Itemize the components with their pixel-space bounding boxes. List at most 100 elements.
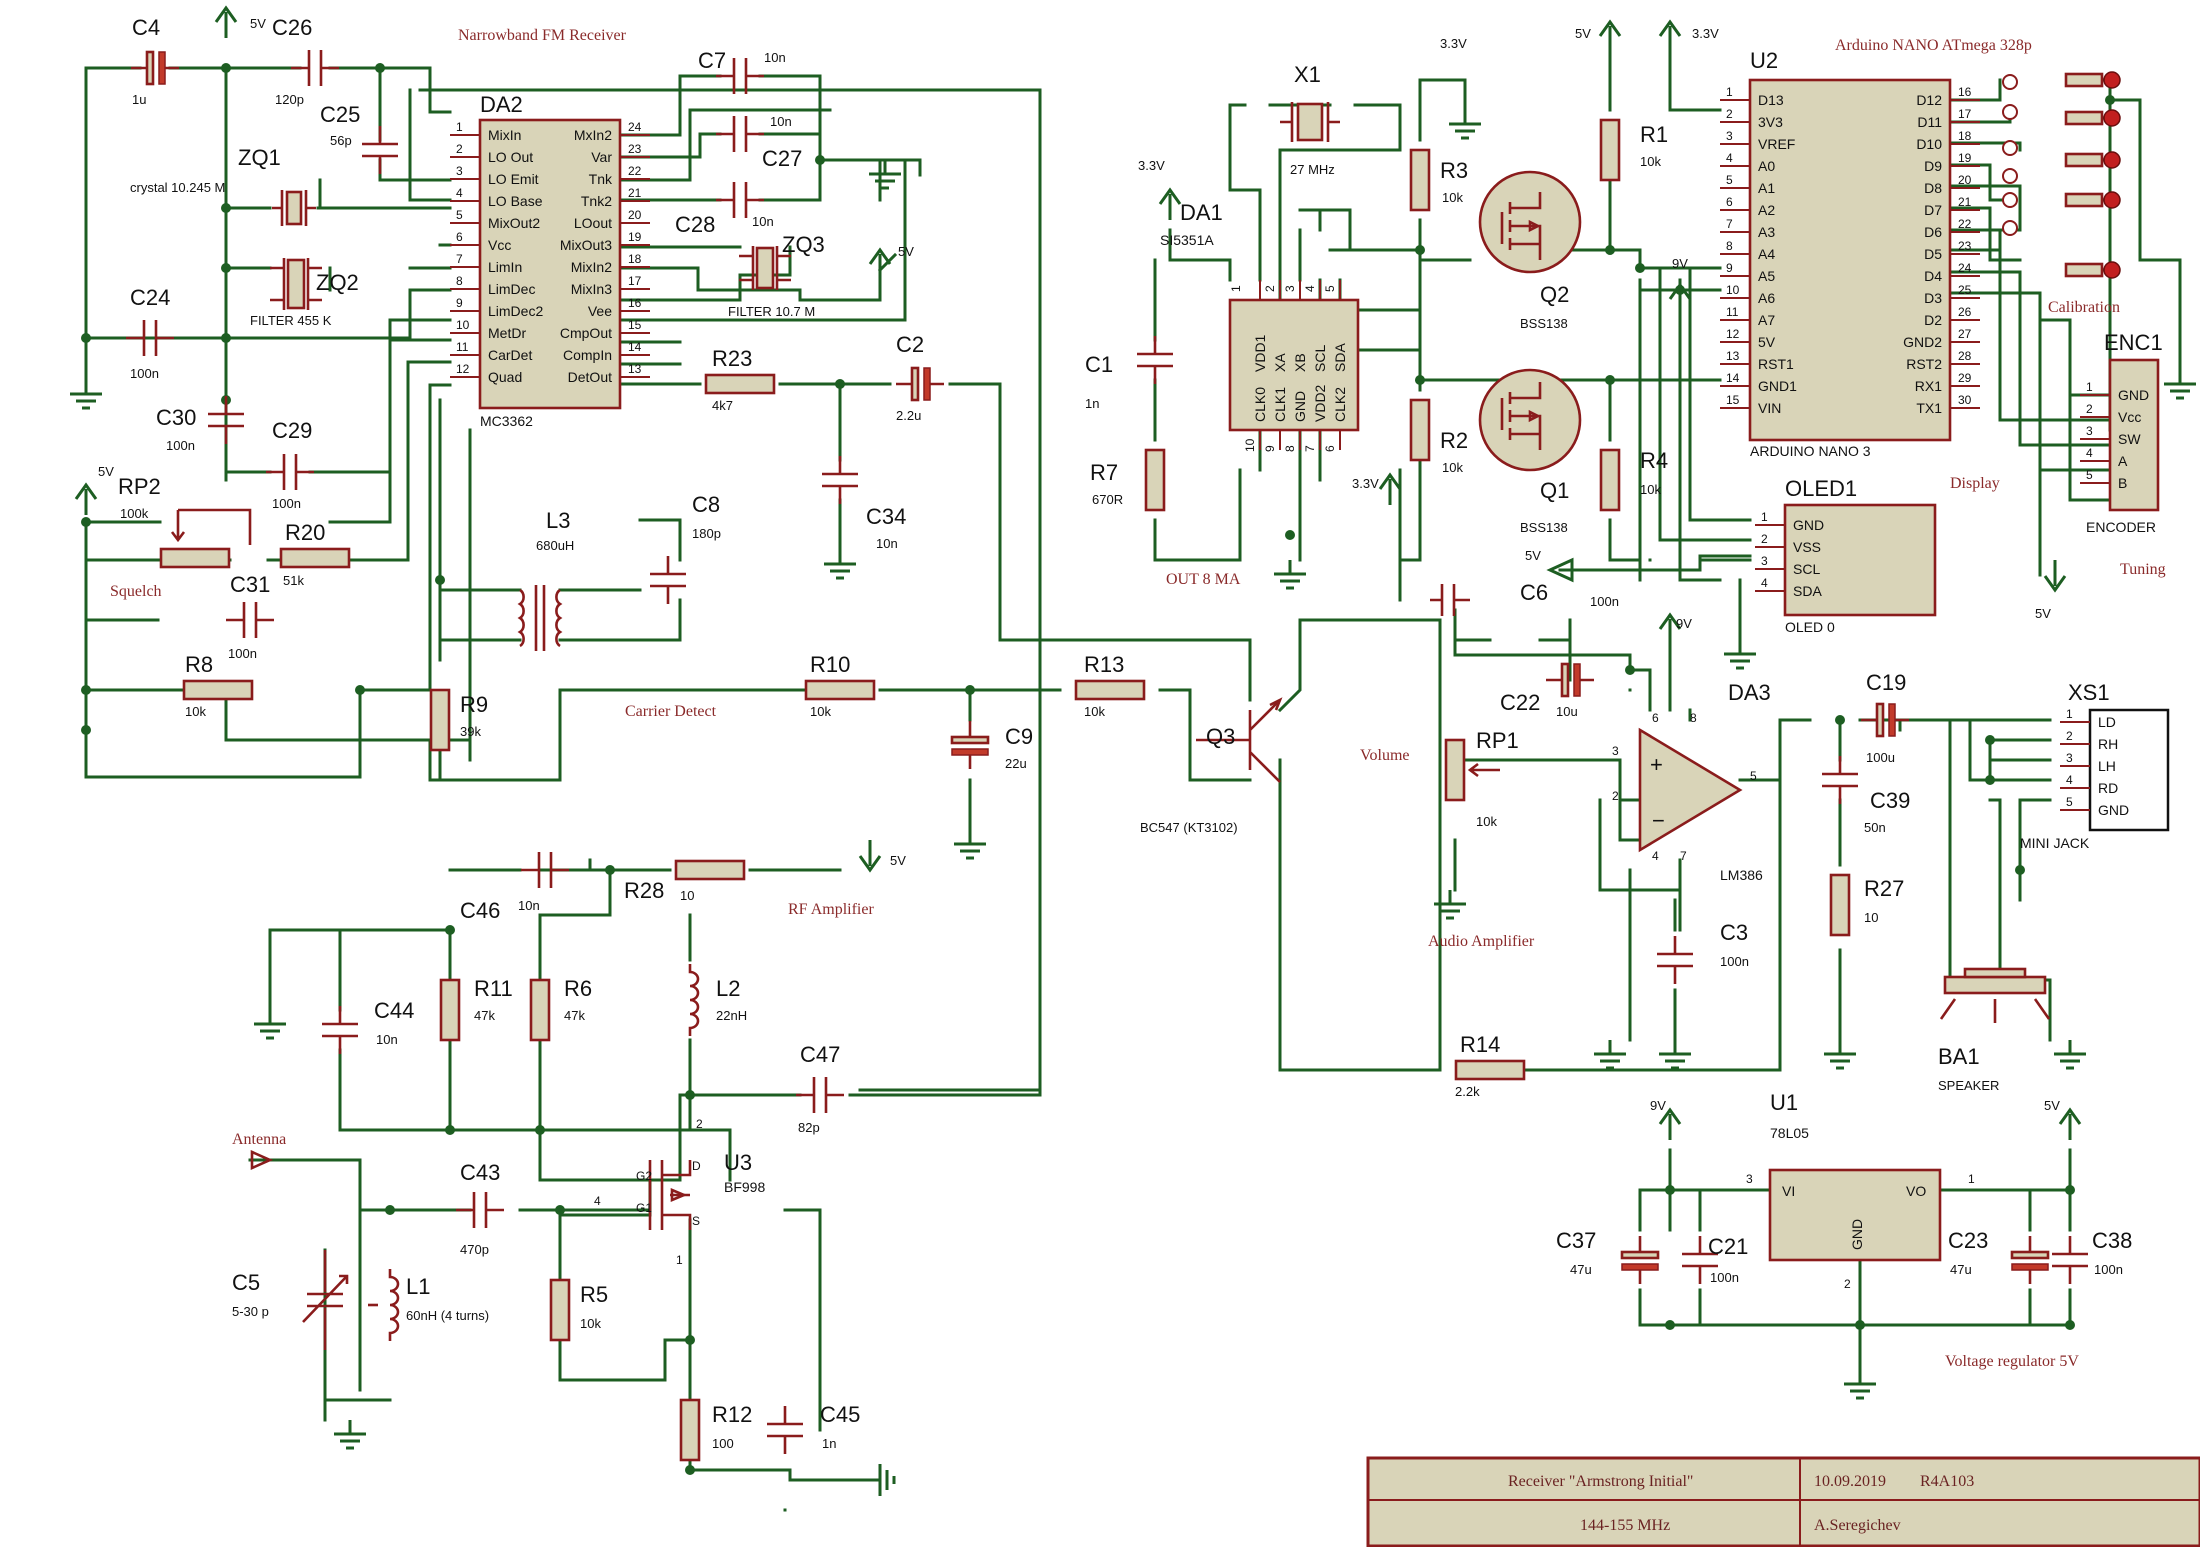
da1-bot-name-2: GND bbox=[1292, 391, 1308, 422]
u2-pin-name-23: D5 bbox=[1924, 246, 1942, 262]
da2-pin-5: 5 bbox=[456, 208, 463, 222]
da2-pin-name-22: Tnk bbox=[589, 171, 613, 187]
u2-pin-name-28: RST2 bbox=[1906, 356, 1942, 372]
transistor-u3: U3 BF998 2 4 1 G2 G1 D S bbox=[594, 1117, 765, 1267]
r4-value: 10k bbox=[1640, 482, 1661, 497]
u2-pin-7: 7 bbox=[1726, 217, 1733, 231]
u2-pin-name-29: RX1 bbox=[1915, 378, 1942, 394]
u2-pin-24: 24 bbox=[1958, 261, 1972, 275]
u2-pin-12: 12 bbox=[1726, 327, 1740, 341]
vcc-5v-symbol-r1 bbox=[1598, 20, 1622, 54]
enc-pin-3: 3 bbox=[2086, 424, 2093, 438]
da2-pin-name-21: Tnk2 bbox=[581, 193, 612, 209]
svg-text:1: 1 bbox=[1968, 1172, 1975, 1186]
da2-pin-8: 8 bbox=[456, 274, 463, 288]
svg-text:5: 5 bbox=[1750, 769, 1757, 783]
oled-pin-4: 4 bbox=[1761, 576, 1768, 590]
u2-pin-name-11: A7 bbox=[1758, 312, 1775, 328]
da2-pin-12: 12 bbox=[456, 362, 470, 376]
da2-pin-21: 21 bbox=[628, 186, 642, 200]
da2-pin-23: 23 bbox=[628, 142, 642, 156]
da2-pin-name-11: CarDet bbox=[488, 347, 532, 363]
x1-ref: X1 bbox=[1294, 62, 1321, 87]
enc-pin-1: 1 bbox=[2086, 380, 2093, 394]
rp2-value: 100k bbox=[120, 506, 149, 521]
u2-pin-name-13: RST1 bbox=[1758, 356, 1794, 372]
q3-value: BC547 (KT3102) bbox=[1140, 820, 1238, 835]
power-symbols: 5V 5V 5V 3.3V 5V 3.3V 3.3V 3.3V 9V 9V 9V… bbox=[68, 6, 2198, 1496]
c21-ref: C21 bbox=[1708, 1234, 1748, 1259]
da2-pin-name-19: MixOut3 bbox=[560, 237, 612, 253]
zq1-ref: ZQ1 bbox=[238, 145, 281, 170]
da1-top-pin-4: 4 bbox=[1303, 285, 1317, 292]
r3-ref: R3 bbox=[1440, 158, 1468, 183]
xs1-pin-5: 5 bbox=[2066, 795, 2073, 809]
title-block-author: A.Seregichev bbox=[1814, 1517, 1901, 1534]
da2-pin-name-8: LimDec bbox=[488, 281, 535, 297]
svg-text:VO: VO bbox=[1906, 1183, 1926, 1199]
components: C4 1u C26 120p C25 56p ZQ1 crystal 10.24… bbox=[118, 15, 2132, 1462]
u2-pin-21: 21 bbox=[1958, 195, 1972, 209]
svg-text:5V: 5V bbox=[2044, 1098, 2060, 1113]
u2-pin-name-2: 3V3 bbox=[1758, 114, 1783, 130]
c29-value: 100n bbox=[272, 496, 301, 511]
svg-text:D: D bbox=[692, 1159, 701, 1173]
l3-value: 680uH bbox=[536, 538, 574, 553]
enc-pin-2: 2 bbox=[2086, 402, 2093, 416]
c31-ref: C31 bbox=[230, 572, 270, 597]
r12-ref: R12 bbox=[712, 1402, 752, 1427]
zq3-value: FILTER 10.7 M bbox=[728, 304, 815, 319]
r23-value: 4k7 bbox=[712, 398, 733, 413]
da2-pin-name-17: MixIn3 bbox=[571, 281, 612, 297]
vcc-5v-symbol-u1 bbox=[2058, 1108, 2082, 1142]
rp1-value: 10k bbox=[1476, 814, 1497, 829]
c39-ref: C39 bbox=[1870, 788, 1910, 813]
u2-pin-10: 10 bbox=[1726, 283, 1740, 297]
vcc-33v-symbol-u2 bbox=[1658, 20, 1682, 54]
zq1-value: crystal 10.245 M bbox=[130, 180, 225, 195]
da1-top-name-3: SCL bbox=[1312, 345, 1328, 372]
da2-pin-name-6: Vcc bbox=[488, 237, 511, 253]
xs1-ref: XS1 bbox=[2068, 680, 2110, 705]
c30-value: 100n bbox=[166, 438, 195, 453]
da1-top-pin-3: 3 bbox=[1283, 285, 1297, 292]
xs1-pin-name-2: RH bbox=[2098, 736, 2118, 752]
svg-text:3.3V: 3.3V bbox=[1440, 36, 1467, 51]
svg-text:4: 4 bbox=[594, 1194, 601, 1208]
c7-value: 10n bbox=[764, 50, 786, 65]
u2-pin-name-6: A2 bbox=[1758, 202, 1775, 218]
r5-value: 10k bbox=[580, 1316, 601, 1331]
u2-pin-name-21: D7 bbox=[1924, 202, 1942, 218]
da1-bot-pin-6: 6 bbox=[1323, 445, 1337, 452]
title-block-date: 10.09.2019 bbox=[1814, 1473, 1886, 1490]
r9-value: 39k bbox=[460, 724, 481, 739]
u2-pin-20: 20 bbox=[1958, 173, 1972, 187]
ic-u1: U1 78L05 VI VO GND 3 1 2 bbox=[1746, 1090, 1975, 1291]
svg-text:VI: VI bbox=[1782, 1183, 1795, 1199]
c26-value: 120p bbox=[275, 92, 304, 107]
enc-pin-name-1: GND bbox=[2118, 387, 2149, 403]
r12-value: 100 bbox=[712, 1436, 734, 1451]
da2-pin-name-7: LimIn bbox=[488, 259, 522, 275]
led-2 bbox=[2064, 108, 2122, 128]
c28-ref: C28 bbox=[675, 212, 715, 237]
rp2-ref: RP2 bbox=[118, 474, 161, 499]
led-5 bbox=[2064, 260, 2122, 280]
c46-value: 10n bbox=[518, 898, 540, 913]
zq2-ref: ZQ2 bbox=[316, 270, 359, 295]
r27-ref: R27 bbox=[1864, 876, 1904, 901]
da2-part: MC3362 bbox=[480, 413, 533, 429]
r10-ref: R10 bbox=[810, 652, 850, 677]
title-block-freq: 144-155 MHz bbox=[1580, 1517, 1670, 1534]
enc-part: ENCODER bbox=[2086, 519, 2156, 535]
u2-pin-22: 22 bbox=[1958, 217, 1972, 231]
u2-pin-5: 5 bbox=[1726, 173, 1733, 187]
title-block-code: R4A103 bbox=[1920, 1473, 1974, 1490]
r10-value: 10k bbox=[810, 704, 831, 719]
c44-value: 10n bbox=[376, 1032, 398, 1047]
c37-ref: C37 bbox=[1556, 1228, 1596, 1253]
r13-value: 10k bbox=[1084, 704, 1105, 719]
svg-text:3: 3 bbox=[1612, 744, 1619, 758]
u2-pin-name-19: D9 bbox=[1924, 158, 1942, 174]
